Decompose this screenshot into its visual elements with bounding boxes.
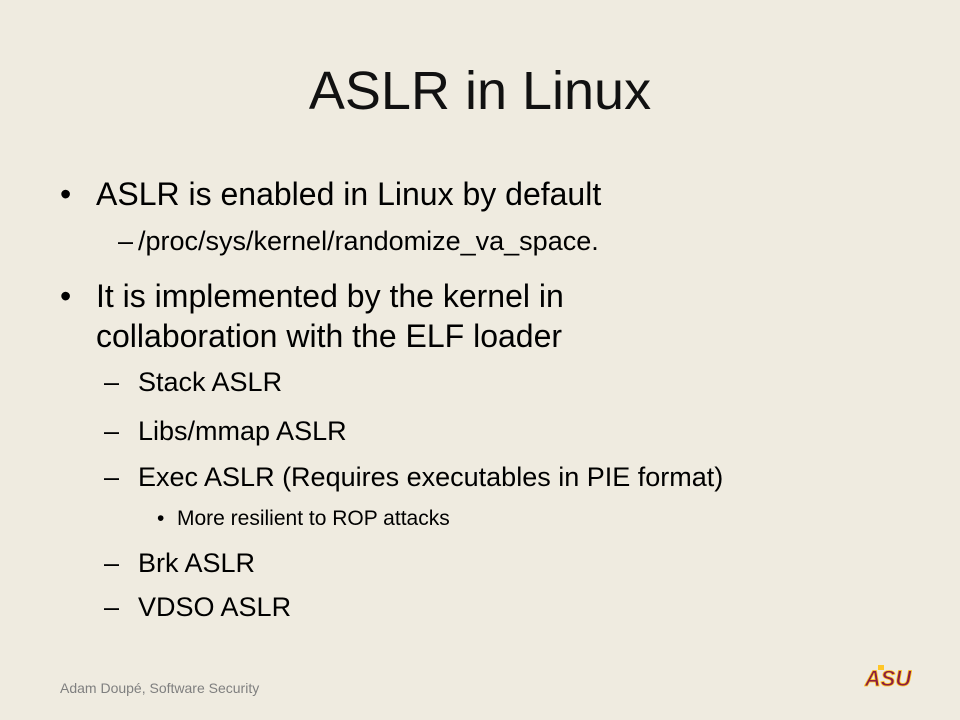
sub-bullet-text: Brk ASLR <box>138 548 256 578</box>
logo-star-accent <box>878 665 884 670</box>
sub-bullet-text: Stack ASLR <box>138 367 283 397</box>
dash-marker: – <box>104 548 120 578</box>
logo-lettering: ASU <box>864 666 912 688</box>
bullet-marker: • <box>60 176 72 212</box>
dash-marker: – <box>104 592 120 622</box>
dash-marker: – <box>104 367 120 397</box>
sub-bullet-text: Libs/mmap ASLR <box>138 416 347 446</box>
slide-title: ASLR in Linux <box>308 61 652 121</box>
bullet-text: It is implemented by the kernel in <box>96 278 564 314</box>
sub-bullet-text: /proc/sys/kernel/randomize_va_space. <box>138 226 599 256</box>
sub-bullet-text: Exec ASLR (Requires executables in PIE f… <box>138 462 724 492</box>
dash-marker: – <box>104 462 120 492</box>
bullet-continuation: collaboration with the ELF loader <box>96 316 562 356</box>
bullet-marker: • <box>157 507 165 530</box>
sub-bullet-text: VDSO ASLR <box>138 592 292 622</box>
bullet-marker: • <box>60 278 72 314</box>
footer-text: Adam Doupé, Software Security <box>60 680 260 696</box>
sub-sub-bullet-text: More resilient to ROP attacks <box>177 507 450 530</box>
bullet-text: ASLR is enabled in Linux by default <box>96 176 602 212</box>
dash-marker: – <box>104 416 120 446</box>
asu-logo-icon: ASU <box>864 665 912 688</box>
bullet-text: collaboration with the ELF loader <box>96 318 563 354</box>
dash-marker: – <box>118 226 134 256</box>
